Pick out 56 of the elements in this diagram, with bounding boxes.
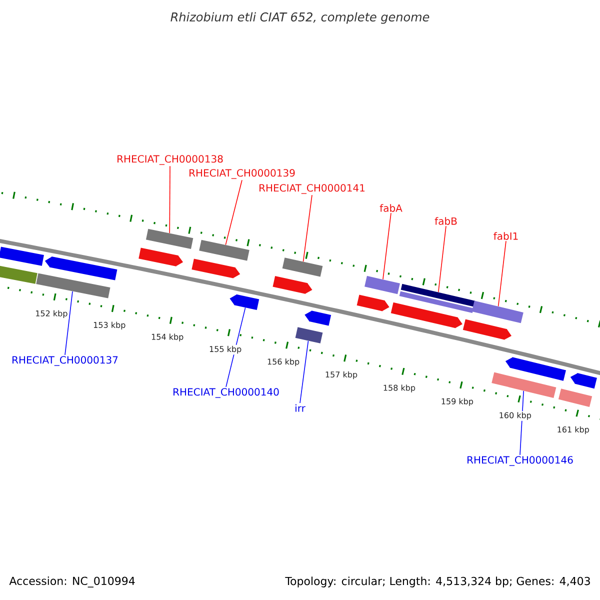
gene-feature	[558, 388, 592, 407]
gene-label: RHECIAT_CH0000146	[468, 456, 573, 466]
gene-label: irr	[296, 404, 306, 412]
gene-feature	[36, 273, 110, 298]
leader-line	[382, 212, 392, 280]
gene-feature	[492, 372, 556, 398]
gene-feature	[505, 357, 566, 381]
gene-feature	[304, 310, 332, 326]
gene-feature	[400, 284, 476, 307]
scale-label: 160 kbp	[498, 411, 532, 421]
leader-line	[498, 240, 506, 307]
leader-line	[64, 291, 73, 356]
gene-feature	[230, 294, 260, 310]
gene-feature	[44, 256, 118, 280]
footer-text: Topology: circular; Length: 4,513,324 bp; Genes: 4,403	[285, 576, 590, 588]
gene-label: fabB	[434, 217, 457, 225]
gene-feature	[399, 291, 474, 314]
gene-feature	[192, 258, 240, 278]
scale-label: 157 kbp	[324, 370, 359, 380]
gene-feature	[390, 302, 462, 328]
scale-label: 159 kbp	[440, 397, 474, 407]
scale-label: 154 kbp	[150, 332, 185, 342]
footer-text: Accession: NC_010994	[9, 576, 135, 588]
gene-label: fabI1	[494, 232, 518, 240]
gene-feature	[0, 265, 38, 284]
scale-label: 152 kbp	[34, 309, 69, 319]
scale-label: 161 kbp	[556, 425, 590, 436]
leader-line	[438, 226, 446, 293]
gene-feature	[0, 246, 44, 266]
gene-feature	[138, 248, 184, 266]
leader-line	[226, 307, 246, 388]
title: Rhizobium etli CIAT 652, complete genome	[170, 12, 430, 24]
leader-line	[169, 166, 170, 234]
scale-label: 158 kbp	[382, 384, 417, 394]
gene-feature	[364, 276, 400, 294]
gene-feature	[295, 327, 323, 344]
gene-feature	[356, 294, 390, 312]
gene-feature	[146, 228, 194, 249]
gene-label: RHECIAT_CH0000137	[12, 356, 118, 366]
scale-label: 155 kbp	[208, 344, 243, 355]
leader-line	[225, 180, 242, 246]
gene-label: RHECIAT_CH0000138	[118, 155, 223, 165]
gene-label: RHECIAT_CH0000140	[174, 388, 279, 398]
gene-label: RHECIAT_CH0000139	[190, 169, 295, 179]
gene-feature	[199, 240, 250, 261]
scale-label: 156 kbp	[266, 357, 301, 368]
leader-line	[300, 340, 309, 404]
gene-feature	[472, 300, 524, 324]
gene-feature	[272, 276, 312, 294]
gene-label: RHECIAT_CH0000141	[260, 184, 365, 194]
scale-label: 153 kbp	[92, 320, 127, 330]
leader-line	[302, 194, 312, 262]
gene-label: fabA	[380, 204, 402, 212]
gene-feature	[570, 373, 597, 389]
gene-feature	[282, 258, 323, 277]
gene-feature	[462, 319, 512, 340]
